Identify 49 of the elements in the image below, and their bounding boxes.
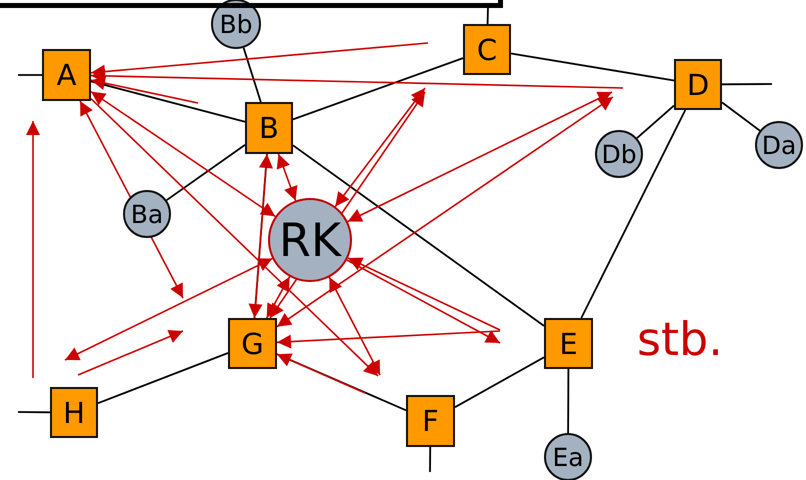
node-circle: Bb — [211, 0, 261, 49]
connector-line — [510, 52, 674, 82]
process-box: G — [228, 318, 277, 369]
arrow — [334, 88, 426, 207]
connector-line — [567, 369, 570, 433]
connector-line — [580, 110, 686, 318]
arrow — [276, 354, 366, 394]
process-box: E — [544, 318, 593, 369]
arrow — [328, 276, 381, 376]
connector-line — [18, 74, 42, 76]
arrow — [276, 96, 614, 328]
connector-line — [636, 104, 675, 139]
connector-line — [242, 48, 262, 102]
connector-line — [429, 447, 432, 472]
central-circle: RK — [268, 198, 352, 282]
arrow — [90, 98, 379, 377]
connector-line — [721, 102, 760, 132]
node-circle: Ba — [123, 190, 171, 238]
arrow — [348, 257, 500, 331]
arrow — [346, 259, 500, 344]
arrow — [276, 330, 500, 349]
connector-line — [454, 356, 544, 408]
connector-line — [486, 6, 489, 24]
node-circle: Da — [755, 121, 803, 169]
connector-line — [98, 352, 228, 404]
process-box: A — [42, 49, 91, 101]
process-box: H — [50, 387, 98, 438]
note-text: stb. — [637, 312, 723, 366]
process-box: D — [674, 59, 722, 110]
arrow — [90, 76, 198, 104]
arrow — [266, 276, 290, 318]
connector-line — [722, 83, 772, 86]
node-circle: Db — [595, 130, 643, 178]
connector-line — [276, 353, 406, 412]
connector-line — [292, 144, 545, 327]
node-circle: Ea — [544, 433, 592, 480]
connector-line — [292, 57, 464, 120]
arrow — [248, 154, 273, 318]
arrow — [347, 91, 612, 222]
connector-line — [18, 411, 50, 414]
connector-line — [90, 80, 246, 123]
arrow — [90, 90, 276, 218]
process-box: C — [463, 24, 511, 75]
arrow — [276, 154, 298, 201]
process-box: B — [245, 102, 293, 154]
process-box: F — [406, 395, 455, 447]
arrow — [64, 258, 273, 361]
connector-line — [166, 144, 246, 201]
arrow — [90, 68, 624, 89]
